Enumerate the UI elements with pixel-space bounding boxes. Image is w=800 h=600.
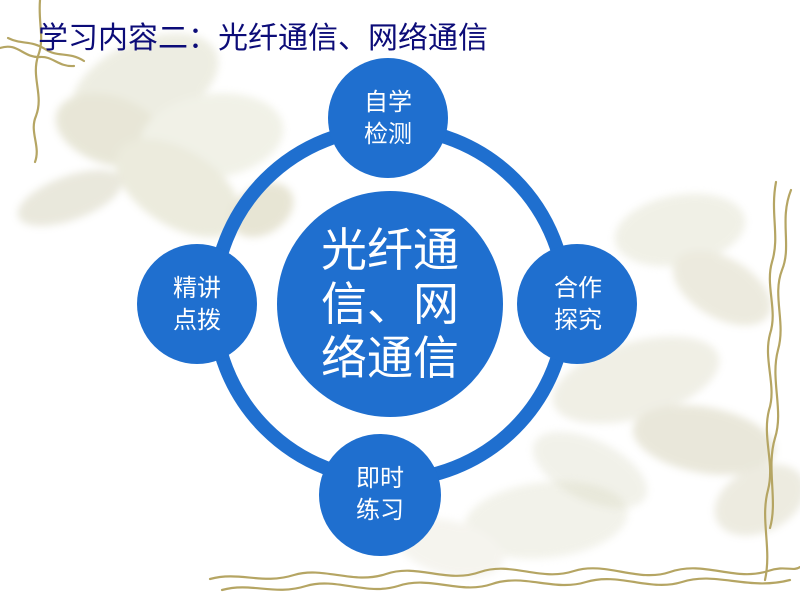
left-node-line-1: 精讲 [173, 274, 221, 302]
bottom-node-circle [319, 434, 441, 556]
explanation-guidance-node: 精讲 点拨 [147, 264, 247, 344]
center-circle [277, 191, 503, 417]
page-title: 学习内容二：光纤通信、网络通信 [38, 21, 488, 56]
blossom-top-left-art [17, 33, 294, 238]
center-line-1: 光纤通 [321, 223, 459, 277]
instant-practice-node: 即时 练习 [330, 454, 430, 534]
bottom-node-line-1: 即时 [356, 464, 404, 492]
right-node-line-2: 探究 [554, 306, 602, 334]
center-topic: 光纤通 信、网 络通信 [290, 223, 490, 385]
center-line-3: 络通信 [321, 331, 459, 385]
left-node-circle [137, 244, 257, 364]
center-line-2: 信、网 [321, 277, 459, 331]
top-node-line-1: 自学 [364, 88, 412, 116]
left-node-line-2: 点拨 [173, 306, 221, 334]
self-study-node: 自学 检测 [338, 78, 438, 158]
right-node-line-1: 合作 [554, 274, 602, 302]
cooperative-inquiry-node: 合作 探究 [528, 264, 628, 344]
right-node-circle [517, 244, 637, 364]
top-node-circle [328, 58, 448, 178]
bottom-node-line-2: 练习 [356, 496, 404, 524]
top-node-line-2: 检测 [364, 120, 412, 148]
